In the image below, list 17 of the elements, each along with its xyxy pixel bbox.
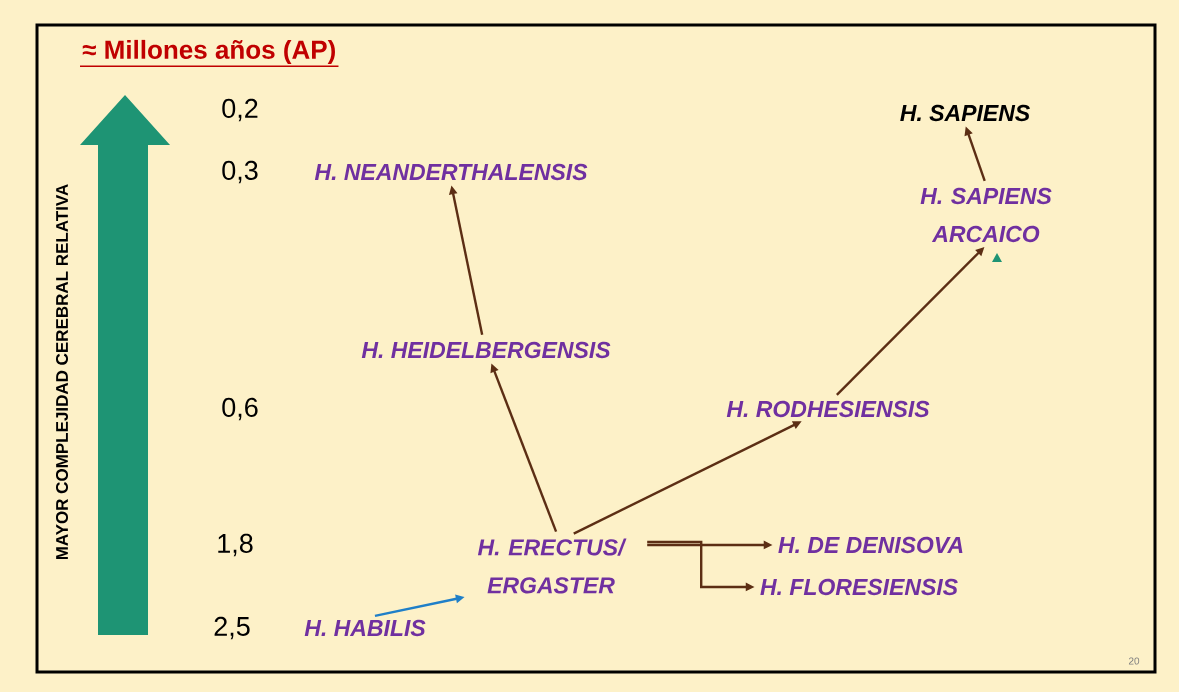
page-number: 20	[1128, 657, 1140, 665]
time-value: 2,5	[214, 616, 250, 640]
time-value: 0,6	[222, 397, 258, 421]
species-label: H. DE DENISOVA	[778, 536, 963, 554]
species-label: H. RODHESIENSIS	[726, 400, 930, 418]
time-value: 1,8	[218, 533, 253, 557]
species-label: H. FLORESIENSIS	[760, 578, 958, 596]
species-label: H. ERECTUS/ ERGASTER	[477, 538, 627, 594]
species-label: H. SAPIENS	[900, 104, 1030, 122]
axis-label: MAYOR COMPLEJIDAD CEREBRAL RELATIVA	[56, 184, 69, 560]
species-label: H. NEANDERTHALENSIS	[314, 163, 588, 181]
species-label: H. HEIDELBERGENSIS	[361, 341, 611, 359]
heading: ≈ Millones años (AP)	[82, 39, 335, 65]
time-value: 0,3	[222, 160, 258, 184]
species-label: H. HABILIS	[304, 619, 426, 637]
time-value: 0,2	[222, 98, 258, 122]
species-label: H. SAPIENS ARCAICO	[920, 187, 1052, 243]
